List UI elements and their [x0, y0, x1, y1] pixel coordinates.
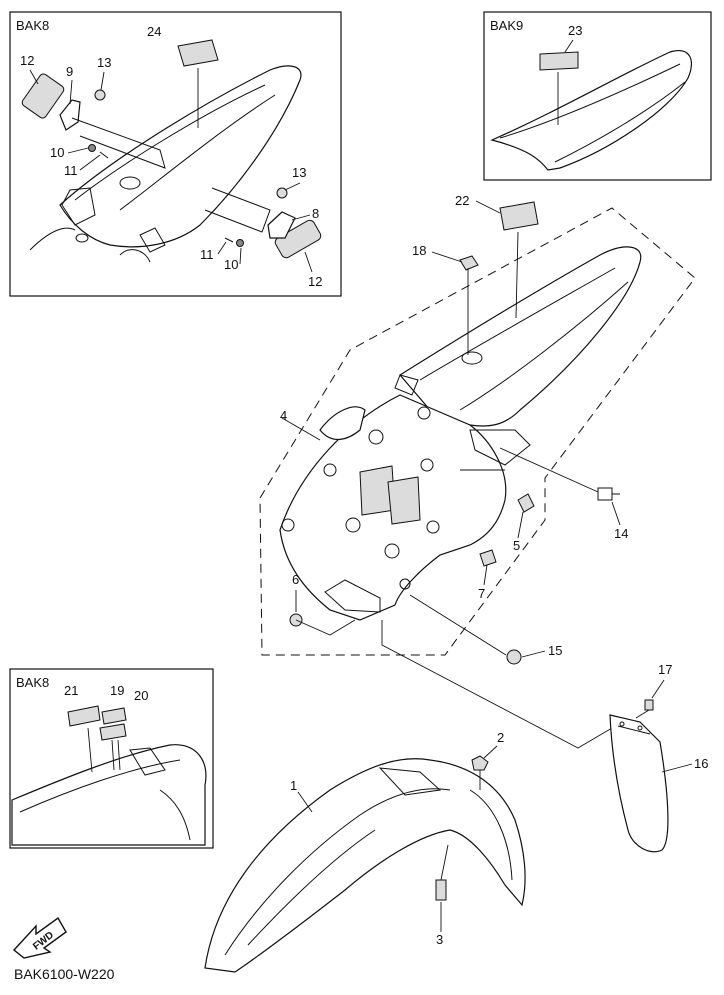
label-22-part: [499, 201, 539, 231]
callout-13: 13: [97, 55, 111, 70]
callout-4: 4: [280, 408, 287, 423]
callout-19: 19: [110, 683, 124, 698]
callout-22: 22: [455, 193, 469, 208]
reflector-bracket-lower: [267, 211, 296, 239]
callout-12: 12: [20, 53, 34, 68]
rear-fender-inset: [59, 65, 302, 248]
callout-1: 1: [290, 778, 297, 793]
callout-8: 8: [312, 206, 319, 221]
callout-14: 14: [614, 526, 628, 541]
callout-21: 21: [64, 683, 78, 698]
front-fender-group: 1 2 3: [204, 730, 526, 973]
callout-11: 11: [200, 247, 214, 262]
callout-11: 11: [64, 163, 78, 178]
screw-17: [644, 699, 654, 711]
label-20-part: [99, 723, 127, 741]
collar-7: [479, 549, 497, 567]
inset-title: BAK8: [16, 675, 49, 690]
callout-9: 9: [66, 64, 73, 79]
nut-upper: [94, 89, 106, 101]
mud-flap-group: 17 16: [609, 662, 708, 853]
callout-2: 2: [497, 730, 504, 745]
rear-fender-inset: [490, 50, 692, 171]
label-23-part: [539, 51, 579, 71]
rear-fender: [399, 246, 642, 427]
bolt-15: [506, 649, 522, 665]
label-21-part: [67, 705, 101, 727]
inset-title: BAK9: [490, 18, 523, 33]
callout-10: 10: [50, 145, 64, 160]
front-fender-inset: [11, 744, 207, 846]
bolt-14: [597, 487, 613, 501]
callout-23: 23: [568, 23, 582, 38]
forward-arrow: FWD: [12, 916, 67, 959]
callout-16: 16: [694, 756, 708, 771]
callout-20: 20: [134, 688, 148, 703]
bolt-3: [435, 879, 447, 901]
diagram-code: BAK6100-W220: [14, 966, 115, 982]
callout-13: 13: [292, 165, 306, 180]
nut-lower: [276, 187, 288, 199]
callout-15: 15: [548, 643, 562, 658]
callout-12: 12: [308, 274, 322, 289]
assembly-dashed-outline: [259, 207, 696, 656]
nut-18: [459, 255, 479, 271]
nut-5: [517, 493, 535, 513]
mud-flap: [609, 714, 669, 853]
inset-title: BAK8: [16, 18, 49, 33]
callout-18: 18: [412, 243, 426, 258]
callout-7: 7: [478, 586, 485, 601]
callout-3: 3: [436, 932, 443, 947]
fwd-arrow-icon: [12, 916, 67, 959]
reflector-upper: [21, 73, 65, 119]
bak8-label-inset: BAK8 21 19 20: [9, 668, 214, 849]
rear-fender-assembly: 18 22 4 5 6 7 14 15: [259, 193, 696, 749]
callout-17: 17: [658, 662, 672, 677]
callout-24: 24: [147, 24, 161, 39]
bak8-reflector-inset: BAK8 12 9 13 10: [9, 11, 342, 297]
bolt-2: [471, 755, 489, 771]
bak9-label-inset: BAK9 23: [483, 11, 712, 181]
label-24-part: [177, 39, 219, 67]
callout-10: 10: [224, 257, 238, 272]
reflector-lower: [274, 219, 322, 259]
callout-5: 5: [513, 538, 520, 553]
callout-6: 6: [292, 572, 299, 587]
front-fender: [204, 758, 526, 973]
label-19-part: [101, 707, 127, 725]
